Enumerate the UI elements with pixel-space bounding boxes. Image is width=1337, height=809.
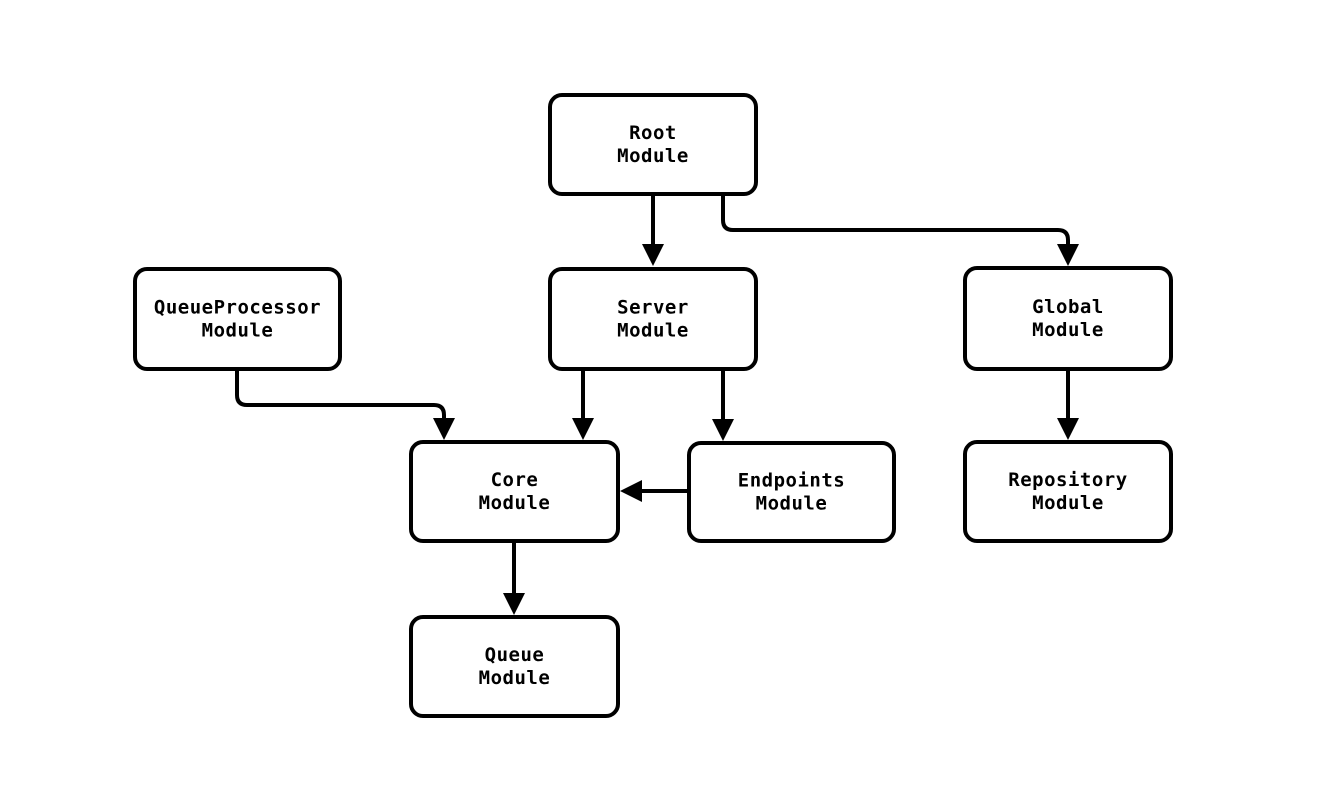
arrowhead-icon [433, 418, 455, 440]
node-box[interactable] [963, 266, 1173, 371]
edge-queueprocessor-to-core [235, 371, 455, 440]
node-box[interactable] [963, 440, 1173, 543]
node-label-line2: Module [1032, 492, 1104, 514]
arrowhead-icon [642, 244, 664, 266]
node-box[interactable] [409, 615, 620, 718]
edge-root-to-server [642, 196, 664, 266]
node-label-line2: Module [479, 492, 551, 514]
arrowhead-icon [1057, 244, 1079, 266]
node-label-line1: Root [629, 122, 677, 144]
edge-line [235, 371, 446, 426]
node-box[interactable] [409, 440, 620, 543]
edge-endpoints-to-core [620, 480, 687, 502]
edge-layer [235, 196, 1079, 615]
node-label-line1: QueueProcessor [154, 297, 321, 319]
node-label-line1: Core [491, 469, 539, 491]
edge-server-to-core [572, 371, 594, 440]
edge-global-to-repository [1057, 371, 1079, 440]
node-label-line2: Module [479, 667, 551, 689]
node-box[interactable] [133, 267, 342, 371]
arrowhead-icon [572, 418, 594, 440]
node-label-line2: Module [1032, 319, 1104, 341]
node-layer: RootModuleQueueProcessorModuleServerModu… [133, 93, 1173, 718]
node-label-line1: Repository [1008, 469, 1127, 491]
node-label-line1: Server [617, 297, 689, 319]
edge-server-to-endpoints [712, 371, 734, 441]
edge-line [721, 196, 1070, 252]
edge-root-to-global [721, 196, 1079, 266]
node-box[interactable] [548, 93, 758, 196]
node-label-line2: Module [617, 320, 689, 342]
node-label-line2: Module [202, 320, 274, 342]
node-label-line2: Module [617, 145, 689, 167]
node-label-line2: Module [756, 493, 828, 515]
edge-core-to-queue [503, 543, 525, 615]
node-label-line1: Global [1032, 296, 1104, 318]
node-box[interactable] [548, 267, 758, 371]
arrowhead-icon [503, 593, 525, 615]
arrowhead-icon [1057, 418, 1079, 440]
node-label-line1: Endpoints [738, 470, 845, 492]
node-label-line1: Queue [485, 644, 545, 666]
arrowhead-icon [712, 419, 734, 441]
node-box[interactable] [687, 441, 896, 543]
arrowhead-icon [620, 480, 642, 502]
